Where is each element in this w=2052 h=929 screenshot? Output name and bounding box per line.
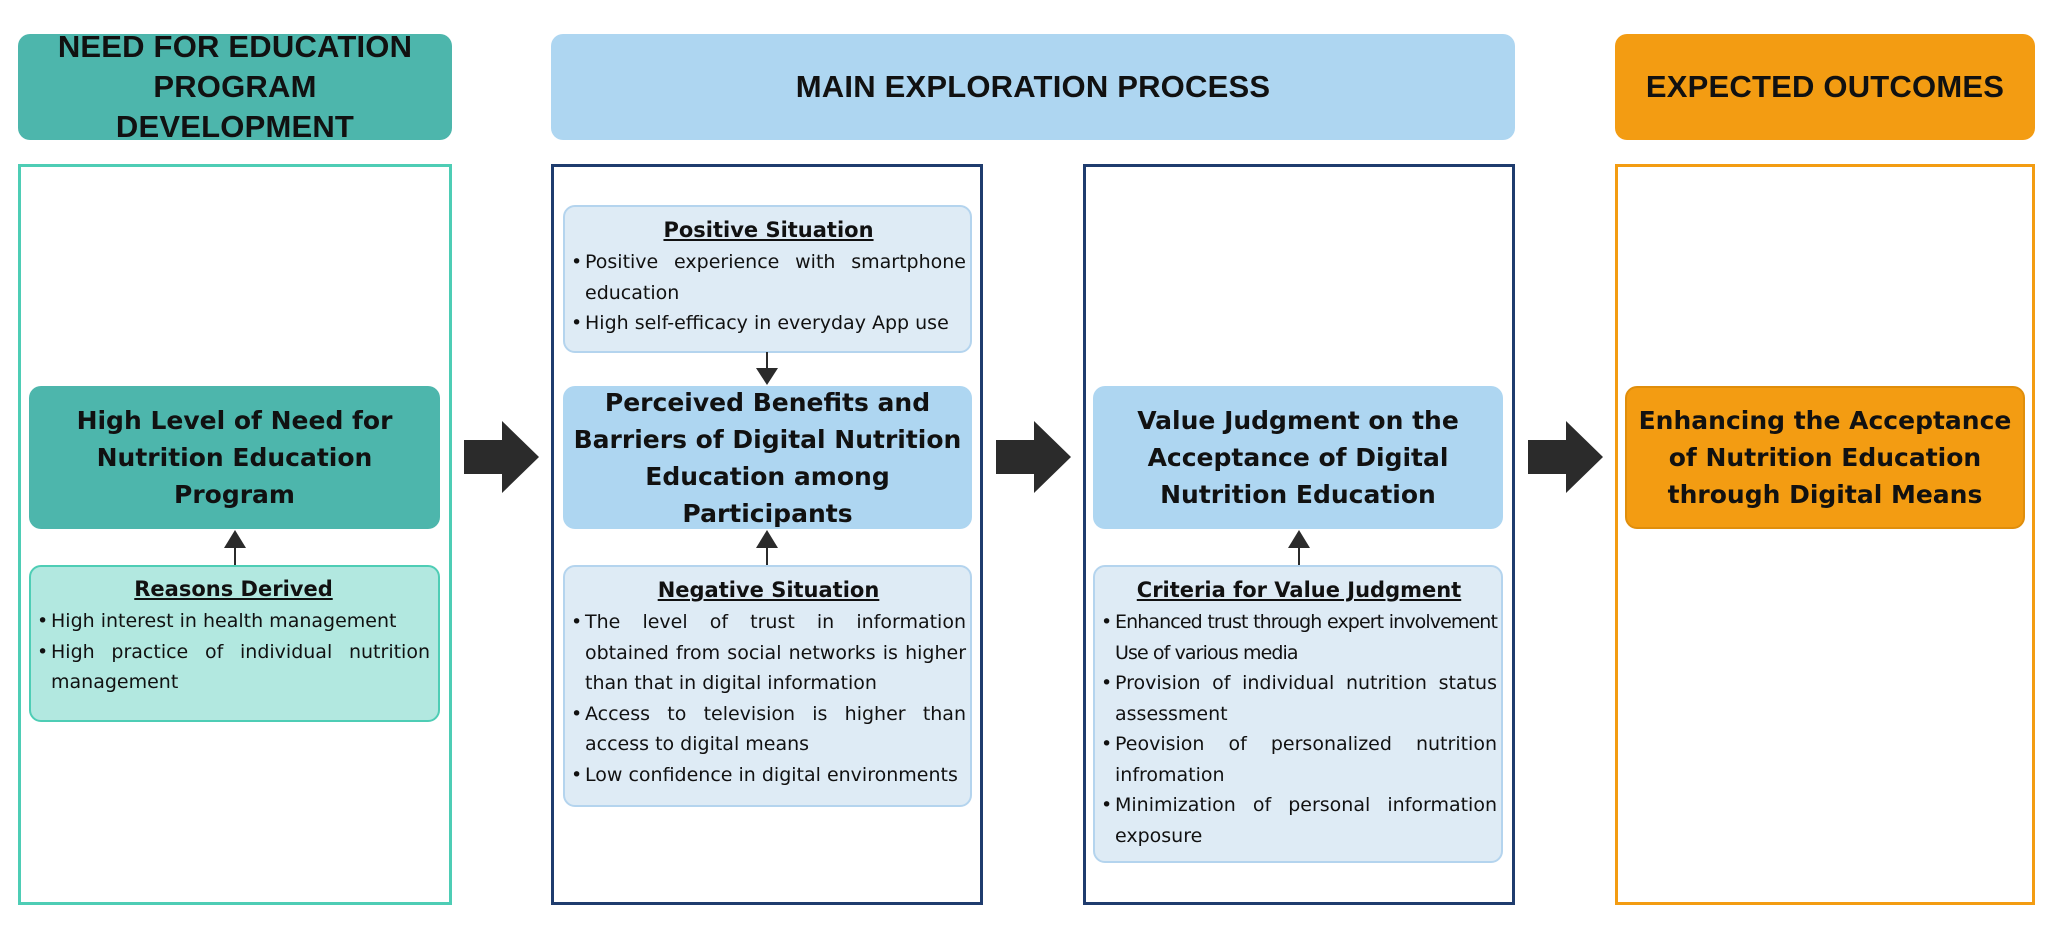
positive-situation-box: Positive Situation Positive experience w… xyxy=(563,205,972,353)
right-arrow-icon xyxy=(996,421,1071,493)
list-item: Enhanced trust through expert involvemen… xyxy=(1101,607,1498,668)
negative-situation-title: Negative Situation xyxy=(657,578,880,602)
up-arrow-icon xyxy=(756,530,778,566)
outcomes-text: Enhancing the Acceptance of Nutrition Ed… xyxy=(1638,406,2012,509)
positive-list: Positive experience with smartphone educ… xyxy=(571,247,966,339)
criteria-title: Criteria for Value Judgment xyxy=(1136,578,1462,602)
perceived-benefits-text: Perceived Benefits and Barriers of Digit… xyxy=(573,387,962,528)
reasons-derived-title: Reasons Derived xyxy=(134,577,333,601)
list-item: High self-efficacy in everyday App use xyxy=(571,308,966,339)
down-arrow-icon xyxy=(756,352,778,385)
exploration-header-text: MAIN EXPLORATION PROCESS xyxy=(795,69,1271,104)
outcomes-column-frame xyxy=(1615,164,2035,905)
need-level-text: High Level of Need for Nutrition Educati… xyxy=(76,406,393,509)
list-item: Positive experience with smartphone educ… xyxy=(571,247,966,308)
list-item: Minimization of personal information exp… xyxy=(1101,790,1497,851)
negative-list: The level of trust in information obtain… xyxy=(571,607,966,790)
need-level-box: High Level of Need for Nutrition Educati… xyxy=(29,386,440,529)
positive-situation-title: Positive Situation xyxy=(663,218,874,242)
list-item: Low confidence in digital environments xyxy=(571,760,966,791)
right-arrow-icon xyxy=(1528,421,1603,493)
need-header-text: NEED FOR EDUCATION PROGRAM DEVELOPMENT xyxy=(57,29,413,144)
up-arrow-icon xyxy=(224,530,246,566)
up-arrow-icon xyxy=(1288,530,1310,566)
need-column-header: NEED FOR EDUCATION PROGRAM DEVELOPMENT xyxy=(18,29,452,144)
right-arrow-icon xyxy=(464,421,539,493)
reasons-derived-box: Reasons Derived High interest in health … xyxy=(29,565,440,722)
list-item: Provision of individual nutrition status… xyxy=(1101,668,1497,729)
list-item: The level of trust in information obtain… xyxy=(571,607,966,699)
perceived-benefits-box: Perceived Benefits and Barriers of Digit… xyxy=(563,386,972,529)
outcomes-header-text: EXPECTED OUTCOMES xyxy=(1645,69,2005,104)
exploration-column-header: MAIN EXPLORATION PROCESS xyxy=(551,34,1515,140)
list-item: High practice of individual nutrition ma… xyxy=(37,637,430,698)
list-item: Peovision of personalized nutrition infr… xyxy=(1101,729,1497,790)
list-item: Access to television is higher than acce… xyxy=(571,699,966,760)
value-judgment-box: Value Judgment on the Acceptance of Digi… xyxy=(1093,386,1503,529)
list-item: High interest in health management xyxy=(37,606,430,637)
value-judgment-text: Value Judgment on the Acceptance of Digi… xyxy=(1137,406,1459,509)
criteria-value-judgment-box: Criteria for Value Judgment Enhanced tru… xyxy=(1093,565,1503,863)
negative-situation-box: Negative Situation The level of trust in… xyxy=(563,565,972,807)
outcomes-box: Enhancing the Acceptance of Nutrition Ed… xyxy=(1625,386,2025,529)
criteria-list: Enhanced trust through expert involvemen… xyxy=(1101,607,1498,851)
reasons-list: High interest in health management High … xyxy=(37,606,430,698)
outcomes-column-header: EXPECTED OUTCOMES xyxy=(1615,34,2035,140)
